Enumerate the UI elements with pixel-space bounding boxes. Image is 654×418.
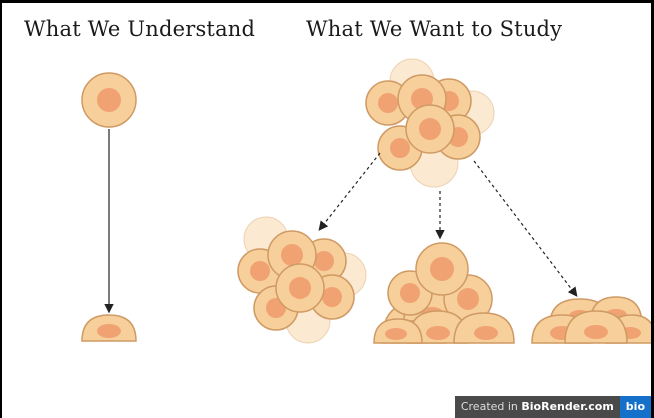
biorender-watermark: Created in BioRender.com bio bbox=[454, 396, 651, 418]
watermark-prefix: Created in bbox=[460, 400, 522, 413]
biorender-logo-icon: bio bbox=[619, 396, 651, 418]
round-cell-cluster bbox=[237, 216, 367, 344]
flat-cell-cluster bbox=[531, 296, 651, 344]
stacked-cell-cluster bbox=[373, 242, 515, 344]
watermark-text: Created in BioRender.com bbox=[454, 396, 620, 418]
dotted-arrow-right bbox=[473, 160, 578, 297]
watermark-brand: BioRender.com bbox=[521, 400, 614, 413]
heading-what-we-want-to-study: What We Want to Study bbox=[306, 17, 563, 41]
single-round-cell bbox=[81, 72, 137, 128]
dotted-arrow-left bbox=[318, 152, 381, 231]
heading-what-we-understand: What We Understand bbox=[24, 17, 256, 41]
cell-diagram bbox=[81, 58, 651, 344]
single-flat-cell bbox=[81, 314, 137, 342]
top-cell-cluster bbox=[365, 58, 495, 188]
